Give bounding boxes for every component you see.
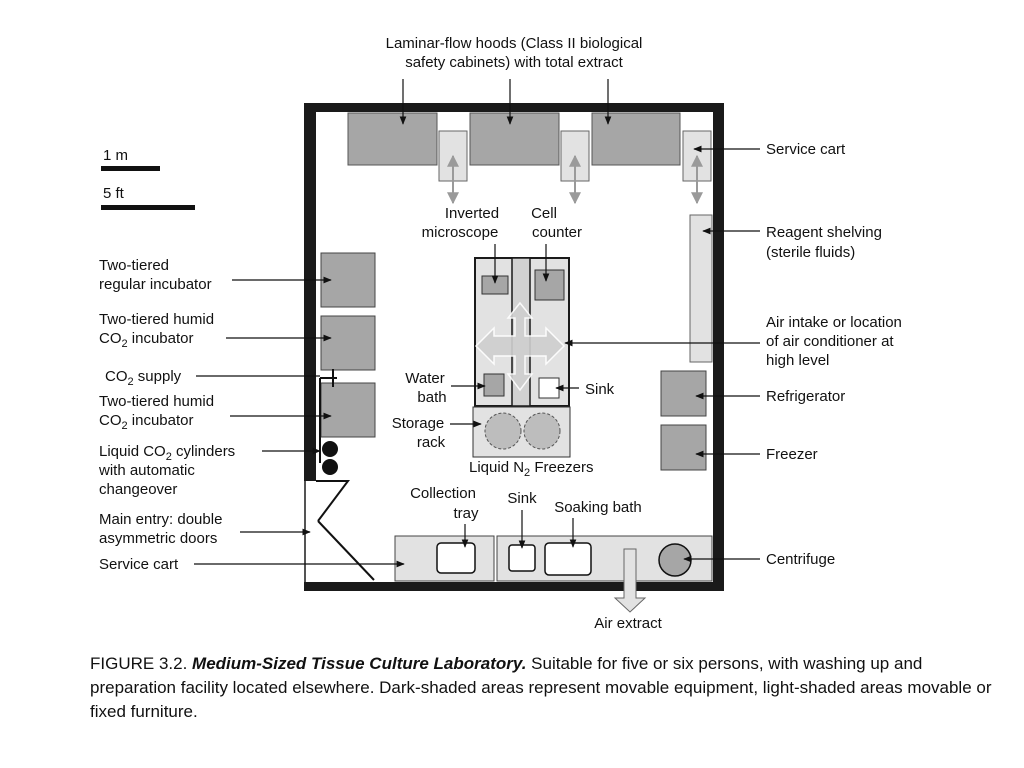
bottom-sink-box: [508, 544, 536, 572]
freezer-box: [660, 424, 707, 471]
figure-caption: FIGURE 3.2. Medium-Sized Tissue Culture …: [90, 652, 1000, 724]
bottom-benches: [394, 535, 713, 613]
air-intake-label-3: high level: [766, 352, 829, 369]
collection-tray-box: [436, 542, 476, 574]
co2-supply-label: CO2 supply: [105, 368, 182, 388]
door-leaf-large: [317, 520, 375, 581]
centrifuge-circle: [658, 543, 692, 577]
humid-incubator-1-label-2: CO2 incubator: [99, 330, 194, 350]
collection-tray-label-1: Collection: [410, 485, 476, 502]
central-bench: [472, 257, 571, 458]
humid-incubator-1-label-1: Two-tiered humid: [99, 311, 214, 328]
wall-bottom: [304, 582, 724, 591]
air-intake-label-1: Air intake or location: [766, 314, 902, 331]
co2-cylinder-1: [322, 441, 338, 457]
scale-5ft-bar: [101, 205, 195, 210]
caption-body: Suitable for five or six persons, with w…: [90, 654, 992, 721]
humid-incubator-1-box: [320, 315, 376, 371]
service-cart-top-label: Service cart: [766, 141, 846, 158]
humid-incubator-2-box: [320, 382, 376, 438]
co2-cylinders-label-3: changeover: [99, 481, 177, 498]
wall-top: [304, 103, 724, 112]
co2-cylinders-label-1: Liquid CO2 cylinders: [99, 443, 235, 463]
ln2-freezers-label: Liquid N2 Freezers: [469, 459, 594, 479]
center-sink-label: Sink: [585, 381, 615, 398]
double-doors: [316, 480, 375, 581]
refrigerator-label: Refrigerator: [766, 388, 845, 405]
collection-tray-label-2: tray: [453, 505, 479, 522]
cell-counter-box: [534, 269, 565, 301]
hood-3: [591, 112, 681, 166]
left-equipment: [319, 252, 376, 475]
floor-plan-diagram: 1 m 5 ft: [98, 35, 902, 632]
refrigerator-box: [660, 370, 707, 417]
reagent-shelving: [689, 214, 713, 363]
scale-5ft-label: 5 ft: [103, 185, 125, 202]
wall-left: [304, 103, 316, 481]
air-intake-label-2: of air conditioner at: [766, 333, 894, 350]
storage-rack-label-1: Storage: [392, 415, 445, 432]
bottom-sink-label: Sink: [507, 490, 537, 507]
reagent-label-2: (sterile fluids): [766, 244, 855, 261]
air-intake-cross-arrow: [474, 301, 566, 392]
cell-counter-label-2: counter: [532, 224, 582, 241]
caption-title: Medium-Sized Tissue Culture Laboratory.: [192, 654, 527, 673]
water-bath-label-2: bath: [417, 389, 446, 406]
reagent-label-1: Reagent shelving: [766, 224, 882, 241]
caption-prefix: FIGURE 3.2.: [90, 654, 193, 673]
hood-2: [469, 112, 560, 166]
humid-incubator-2-label-2: CO2 incubator: [99, 412, 194, 432]
laminar-flow-hoods: [347, 112, 712, 205]
main-entry-label-1: Main entry: double: [99, 511, 222, 528]
hoods-label-2: safety cabinets) with total extract: [405, 54, 623, 71]
door-leaf-small: [316, 480, 350, 522]
centrifuge-label: Centrifuge: [766, 551, 835, 568]
water-bath-label-1: Water: [405, 370, 444, 387]
storage-rack-label-2: rack: [417, 434, 446, 451]
inverted-label-2: microscope: [422, 224, 499, 241]
scale-1m-label: 1 m: [103, 147, 128, 164]
soaking-bath-label: Soaking bath: [554, 499, 642, 516]
regular-incubator-label-2: regular incubator: [99, 276, 212, 293]
liquid-n2-freezer-2: [523, 412, 561, 450]
soaking-bath-box: [544, 542, 592, 576]
air-extract-label: Air extract: [594, 615, 662, 632]
freezer-label: Freezer: [766, 446, 818, 463]
humid-incubator-2-label-1: Two-tiered humid: [99, 393, 214, 410]
main-entry-label-2: asymmetric doors: [99, 530, 217, 547]
wall-right: [713, 103, 724, 591]
cell-counter-label-1: Cell: [531, 205, 557, 222]
regular-incubator-label-1: Two-tiered: [99, 257, 169, 274]
air-extract-arrow: [613, 548, 647, 613]
co2-cylinder-2: [322, 459, 338, 475]
liquid-n2-freezer-1: [484, 412, 522, 450]
co2-cylinders-label-2: with automatic: [98, 462, 195, 479]
scale-1m-bar: [101, 166, 160, 171]
inverted-label-1: Inverted: [445, 205, 499, 222]
service-cart-bottom-label: Service cart: [99, 556, 179, 573]
scale-bar: 1 m 5 ft: [101, 147, 195, 210]
hood-1: [347, 112, 438, 166]
hoods-label-1: Laminar-flow hoods (Class II biological: [386, 35, 643, 52]
water-bath-box: [483, 373, 505, 397]
